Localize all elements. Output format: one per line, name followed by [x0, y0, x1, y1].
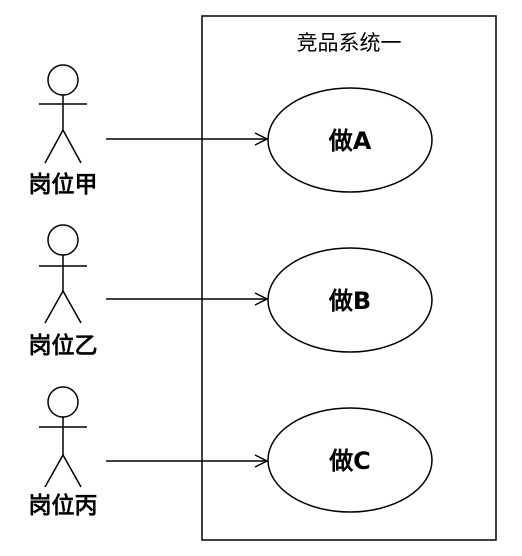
use-case-3[interactable]: 做C: [267, 407, 433, 513]
stick-figure-icon: [39, 386, 87, 488]
stick-figure-icon: [39, 224, 87, 324]
actor-1[interactable]: 岗位甲: [29, 64, 98, 198]
use-case-ellipse: [267, 407, 433, 513]
use-case-2[interactable]: 做B: [267, 247, 433, 353]
stick-figure-icon: [39, 64, 87, 164]
actor-label: 岗位甲: [29, 171, 98, 198]
actor-label: 岗位乙: [29, 332, 98, 359]
use-case-label: 做A: [328, 127, 372, 155]
actor-label: 岗位丙: [29, 492, 98, 519]
system-boundary-box: [201, 15, 497, 541]
use-case-1[interactable]: 做A: [267, 87, 433, 193]
use-case-label: 做B: [328, 287, 371, 315]
use-case-label: 做C: [328, 447, 371, 475]
use-case-ellipse: [267, 87, 433, 193]
actor-3[interactable]: 岗位丙: [29, 386, 98, 519]
system-boundary: 竞品系统一: [201, 15, 497, 541]
actor-2[interactable]: 岗位乙: [29, 224, 98, 359]
system-title: 竞品系统一: [297, 31, 402, 55]
use-case-ellipse: [267, 247, 433, 353]
